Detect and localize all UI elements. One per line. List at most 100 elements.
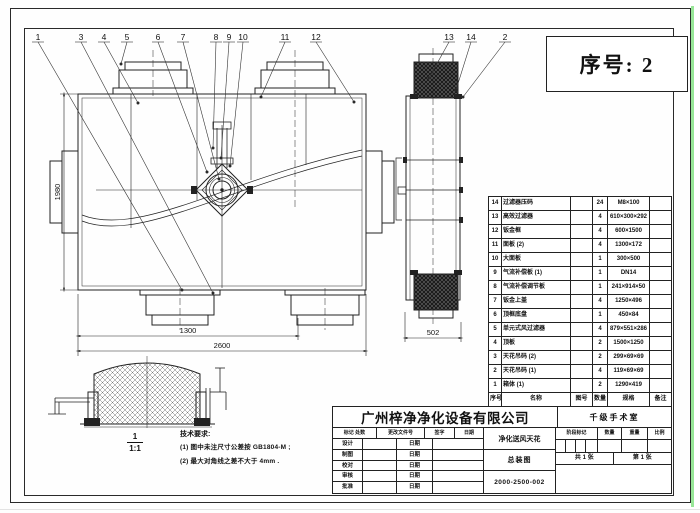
stage-header: 阶段标记 数量 重量 比例 [556,428,671,440]
parts-cell-no: 10 [489,253,502,267]
sheet-total: 共 1 张 [556,453,614,464]
parts-cell-no: 6 [489,309,502,323]
parts-cell-no: 4 [489,337,502,351]
tech-note-2: (2) 最大对角线之差不大于 4mm . [180,458,280,466]
revision-table: 标记 处数 更改文件号 签字 日期 设计日期制图日期校对日期审核日期批准日期 [333,428,484,493]
parts-cell-no: 13 [489,211,502,225]
parts-cell-no: 1 [489,379,502,393]
title-block-right: 阶段标记 数量 重量 比例 共 1 张 第 1 张 [556,428,671,493]
parts-cell-spec: 610×300×292 [608,211,650,225]
company-name: 广州梓净净化设备有限公司 [333,407,558,427]
center-damper [96,121,362,288]
balloon-11: 11 [281,32,290,42]
stage-mark-cells [556,440,671,453]
parts-cell-remark [650,211,672,225]
parts-cell-spec: 1290×419 [608,379,650,393]
parts-cell-remark [650,253,672,267]
parts-header-qty: 数量 [593,393,608,407]
balloon-4: 4 [102,32,107,42]
parts-header-name: 名称 [502,393,571,407]
revision-blank-cell [433,439,483,449]
parts-cell-no: 3 [489,351,502,365]
detail-scale: 1:1 [129,444,141,453]
balloon-2: 2 [503,32,508,42]
balloon-9: 9 [227,32,232,42]
title-block-blank-cell [556,465,671,493]
parts-header-spec: 规格 [608,393,650,407]
detail-view-label: 1 1:1 [118,432,152,453]
centerlines [152,50,326,330]
parts-cell-spec: DN14 [608,267,650,281]
drawing-number: 2000-2500-002 [494,478,545,486]
parts-cell-qty: 4 [593,225,608,239]
revision-role-label: 批准 [333,482,363,493]
parts-cell-remark [650,365,672,379]
parts-cell-spec: 879×551×286 [608,323,650,337]
serial-number-label: 序号: 2 [579,53,655,77]
parts-cell-dwg [571,281,593,295]
parts-cell-spec: 450×84 [608,309,650,323]
product-name: 净化送风天花 [484,428,555,450]
detail-number: 1 [126,432,144,443]
revision-row: 批准日期 [333,482,483,493]
dimension-texts: 1980 1300 2600 502 [53,184,439,350]
rev-header-sign: 签字 [425,428,455,438]
parts-cell-spec: 1300×172 [608,239,650,253]
revision-date-label: 日期 [397,460,433,471]
parts-cell-no: 11 [489,239,502,253]
parts-cell-dwg [571,253,593,267]
balloon-8: 8 [214,32,219,42]
parts-cell-name: 天花吊码 (1) [502,365,571,379]
parts-cell-no: 7 [489,295,502,309]
rev-header-mark: 标记 处数 [333,428,377,438]
parts-cell-remark [650,351,672,365]
revision-blank-cell [433,471,483,481]
dim-bottom-inner: 1300 [180,326,197,335]
revision-date-label: 日期 [397,449,433,460]
parts-cell-qty: 2 [593,379,608,393]
revision-role-label: 设计 [333,439,363,449]
parts-cell-name: 大面板 [502,253,571,267]
parts-cell-no: 9 [489,267,502,281]
balloon-numbers: 1 3 4 5 6 7 8 9 10 11 12 13 14 2 [36,32,508,42]
parts-cell-no: 2 [489,365,502,379]
parts-cell-dwg [571,267,593,281]
parts-cell-name: 箱体 (1) [502,379,571,393]
parts-cell-remark [650,379,672,393]
balloon-5: 5 [125,32,130,42]
parts-cell-spec: 600×1500 [608,225,650,239]
revision-blank-cell [363,449,397,460]
main-view [49,50,395,330]
parts-cell-spec: 300×500 [608,253,650,267]
parts-cell-remark [650,267,672,281]
balloon-1: 1 [36,32,41,42]
parts-cell-remark [650,309,672,323]
sheet-count-row: 共 1 张 第 1 张 [556,453,671,465]
parts-cell-qty: 4 [593,295,608,309]
parts-cell-qty: 4 [593,211,608,225]
side-bracket [395,157,402,221]
parts-cell-dwg [571,365,593,379]
parts-cell-dwg [571,337,593,351]
stage-header-qty: 数量 [598,428,622,439]
dim-height: 1980 [53,184,62,201]
parts-cell-remark [650,323,672,337]
title-block-middle: 净化送风天花 总装图 2000-2500-002 [484,428,556,493]
airflow-curve-2 [81,155,363,227]
revision-blank-cell [363,471,397,482]
parts-cell-remark [650,281,672,295]
balloon-7: 7 [181,32,186,42]
parts-header-remark: 备注 [650,393,672,407]
detail-view [48,356,227,428]
